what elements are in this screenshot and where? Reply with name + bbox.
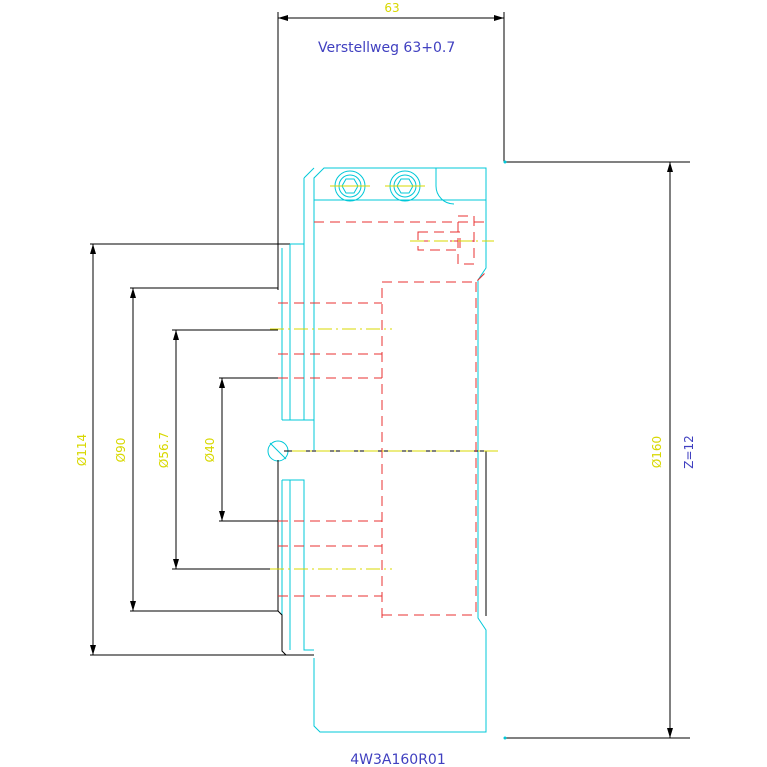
part-number: 4W3A160R01 [350, 752, 446, 767]
stroke-label: Verstellweg 63+0.7 [318, 40, 455, 56]
right-dimension-text: Ø160 [650, 436, 664, 468]
dim-d56-7: Ø56.7 [157, 432, 171, 468]
top-dimension-text: 63 [384, 1, 399, 15]
left-dimensions [90, 243, 290, 656]
part-outline [281, 167, 487, 733]
hidden-lines [278, 215, 487, 618]
center-lines [270, 240, 500, 570]
right-dimension: Ø160 Z=12 [503, 160, 696, 740]
dim-d90: Ø90 [114, 438, 128, 463]
dim-d40: Ø40 [203, 438, 217, 463]
left-dimension-arrows [90, 244, 225, 655]
z-label: Z=12 [682, 435, 696, 469]
dim-d114: Ø114 [75, 434, 89, 466]
